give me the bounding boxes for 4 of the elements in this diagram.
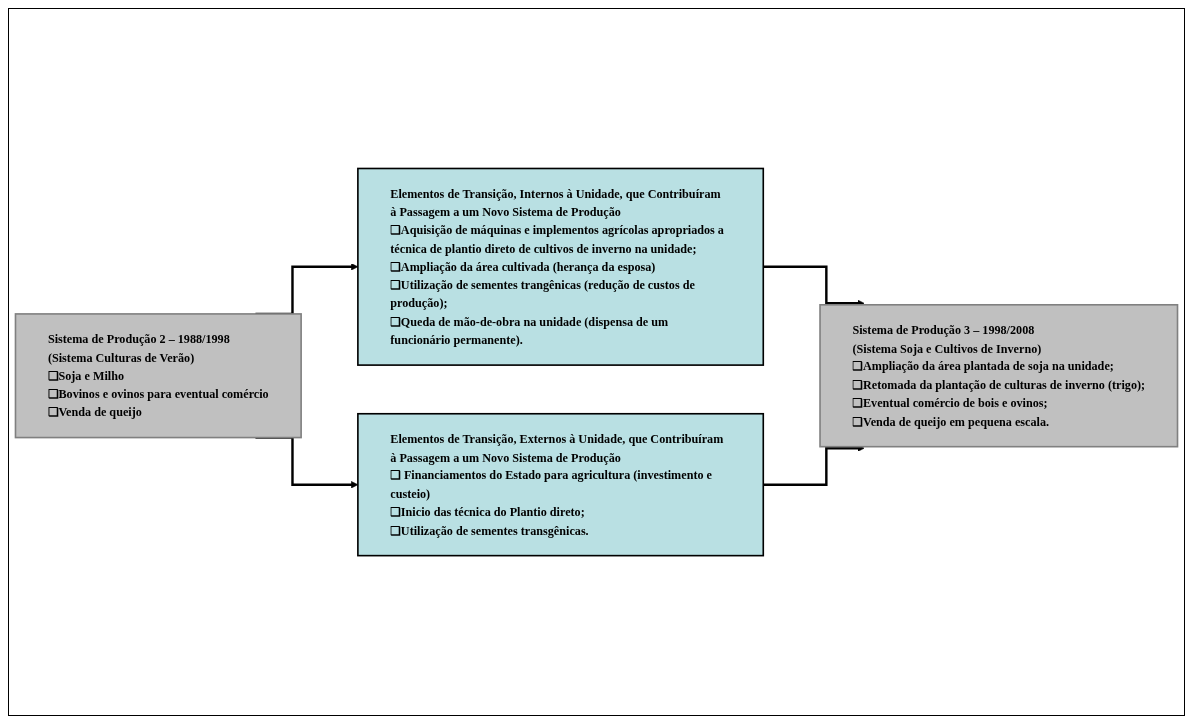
- node-box: Elementos de Transição, Internos à Unidade, que Contribuíram à Passagem a um Novo Sistema de Produção ❑Aquisição de máquinas e implementos agrícolas apropriados a técnica de plantio direto de cultivos de inverno na unidade; ❑Ampliação da área cultivada (herança da esposa) ❑Utilização de sementes trangênicas (redução de custos de produção); ❑Queda de mão-de-obra na unidade (dispensa de um funcionário permanente).: [357, 167, 765, 366]
- node-box: Sistema de Produção 2 – 1988/1998 (Sistema Culturas de Verão) ❑Soja e Milho ❑Bovinos e ovinos para eventual comércio ❑Venda de queijo: [14, 313, 302, 439]
- node-box: Sistema de Produção 3 – 1998/2008 (Sistema Soja e Cultivos de Inverno) ❑Ampliação da área plantada de soja na unidade; ❑Retomada da plantação de culturas de inverno (trigo); ❑Eventual comércio de bois e ovinos; ❑Venda de queijo em pequena escala.: [819, 303, 1179, 448]
- node-box: Elementos de Transição, Externos à Unidade, que Contribuíram à Passagem a um Novo Sistema de Produção ❑ Financiamentos do Estado para agricultura (investimento e custeio) ❑Inicio das técnica do Plantio direto; ❑Utilização de sementes transgênicas.: [357, 412, 765, 557]
